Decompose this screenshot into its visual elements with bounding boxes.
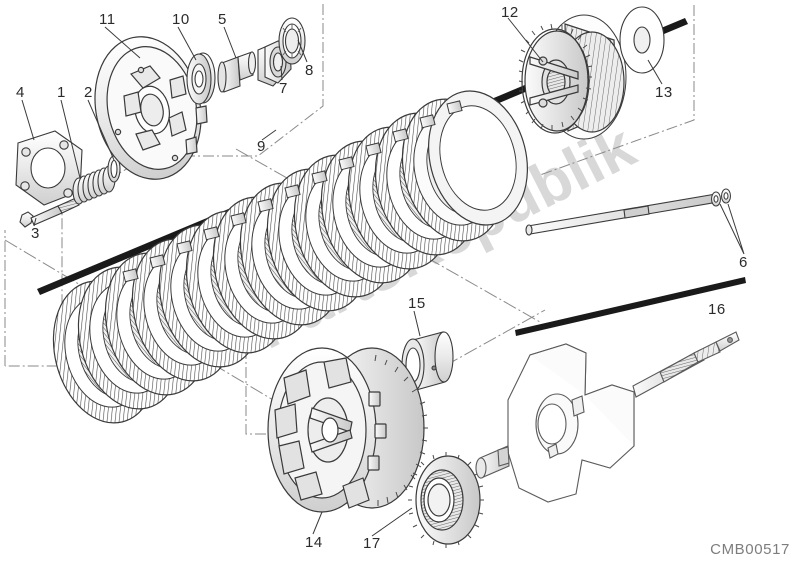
callout-label-11: 11 [99, 11, 116, 28]
diagram-code: CMB00517 [710, 541, 790, 558]
callout-label-13: 13 [655, 84, 673, 101]
part-8-lock-washer [278, 17, 306, 65]
part-14-clutch-housing-basket [267, 347, 428, 513]
part-1-clutch-spring [72, 165, 116, 205]
callout-label-3: 3 [31, 225, 40, 242]
callout-label-5: 5 [218, 11, 227, 28]
callout-label-17: 17 [363, 535, 381, 552]
callout-label-10: 10 [172, 11, 190, 28]
part-4-pressure-plate-cap [15, 130, 83, 206]
part-11-pressure-plate [94, 36, 208, 180]
part-13-thrust-washer [619, 6, 665, 74]
callout-label-15: 15 [408, 295, 426, 312]
callout-label-14: 14 [305, 534, 323, 551]
part-16-clutch-push-rod [525, 193, 719, 236]
callout-label-4: 4 [16, 84, 25, 101]
part-6-push-rod-seal [711, 188, 731, 207]
callout-label-16: 16 [708, 301, 726, 318]
part-9-clutch-plate-set [52, 90, 528, 424]
callout-label-12: 12 [501, 4, 519, 21]
leader-lines [21, 17, 745, 537]
crankshaft-reference [475, 331, 740, 503]
callout-label-8: 8 [305, 62, 314, 79]
callout-label-1: 1 [57, 84, 66, 101]
callout-label-2: 2 [84, 84, 93, 101]
part-17-primary-drive-gear [408, 452, 484, 548]
part-12-clutch-hub [518, 14, 627, 140]
callout-label-9: 9 [257, 138, 266, 155]
part-5-clutch-shaft-pin [217, 51, 257, 93]
part-10-clutch-bearing [186, 52, 216, 105]
part-2-spring-cap [107, 155, 121, 183]
callout-label-6: 6 [739, 254, 748, 271]
callout-label-7: 7 [279, 80, 288, 97]
